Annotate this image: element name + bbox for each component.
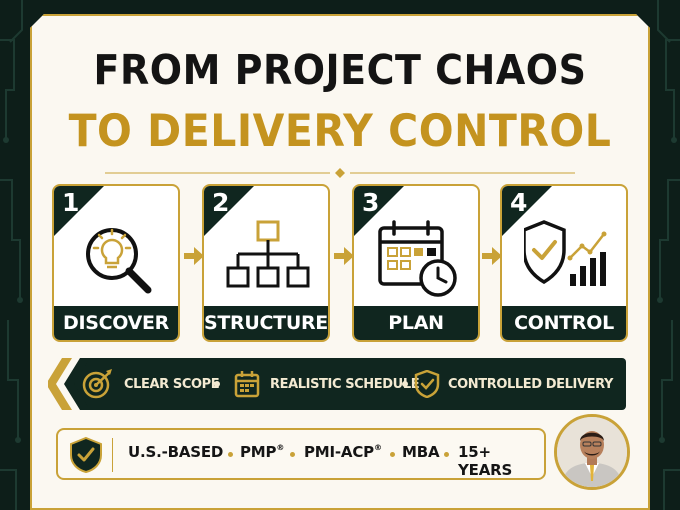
separator-dot — [214, 381, 220, 387]
shield-check-icon — [70, 436, 102, 474]
benefit-controlled-delivery: CONTROLLED DELIVERY — [414, 358, 613, 410]
target-arrow-icon — [82, 369, 112, 399]
arrow-right-icon — [184, 247, 204, 265]
profile-photo — [557, 417, 627, 487]
step-card-control: 4 CONTROL — [500, 184, 628, 342]
magnifier-lightbulb-icon — [86, 228, 152, 294]
hierarchy-chart-icon — [226, 220, 310, 288]
headline-line-1: FROM PROJECT CHAOS — [93, 46, 587, 94]
step-number-corner — [54, 186, 104, 236]
step-label: DISCOVER — [54, 306, 178, 340]
step-number: 2 — [212, 188, 230, 217]
credential-pmi-acp: PMI-ACP® — [304, 443, 382, 461]
separator-dot — [390, 452, 395, 457]
credential-mba: MBA — [402, 443, 440, 461]
step-number: 3 — [362, 188, 380, 217]
step-number-corner — [204, 186, 254, 236]
credential-us-based: U.S.-BASED — [128, 443, 224, 461]
shield-growth-chart-icon — [524, 220, 607, 286]
step-number: 4 — [510, 188, 528, 217]
step-card-discover: 1 DISCOVER — [52, 184, 180, 342]
benefits-bar — [70, 358, 626, 410]
arrow-right-icon — [334, 247, 354, 265]
benefits-banner: CLEAR SCOPE REALISTIC SCHEDULE CONTROLLE… — [48, 358, 626, 410]
calendar-icon — [234, 371, 260, 398]
separator-dot — [290, 452, 295, 457]
credentials-separator — [112, 438, 113, 472]
avatar — [554, 414, 630, 490]
step-label: STRUCTURE — [204, 306, 328, 340]
credentials-bar: U.S.-BASED PMP® PMI-ACP® MBA 15+ YEARS — [56, 428, 546, 480]
step-card-structure: 2 STRUCTURE — [202, 184, 330, 342]
headline-line-2: TO DELIVERY CONTROL — [68, 105, 612, 157]
separator-dot — [228, 452, 233, 457]
separator-dot — [444, 452, 449, 457]
separator-dot — [402, 381, 408, 387]
arrow-right-icon — [482, 247, 502, 265]
step-label: PLAN — [354, 306, 478, 340]
shield-check-icon — [414, 370, 440, 398]
benefit-label: REALISTIC SCHEDULE — [270, 376, 420, 392]
step-number: 1 — [62, 188, 80, 217]
headline-divider — [105, 168, 575, 178]
credential-pmp: PMP® — [240, 443, 285, 461]
benefit-label: CLEAR SCOPE — [124, 376, 220, 392]
calendar-clock-icon — [378, 220, 457, 297]
benefit-realistic-schedule: REALISTIC SCHEDULE — [234, 358, 420, 410]
credential-experience: 15+ YEARS — [458, 443, 513, 479]
benefit-label: CONTROLLED DELIVERY — [448, 376, 614, 392]
benefit-clear-scope: CLEAR SCOPE — [82, 358, 220, 410]
step-card-plan: 3 PLAN — [352, 184, 480, 342]
chevron-decoration — [48, 358, 88, 410]
step-label: CONTROL — [502, 306, 626, 340]
